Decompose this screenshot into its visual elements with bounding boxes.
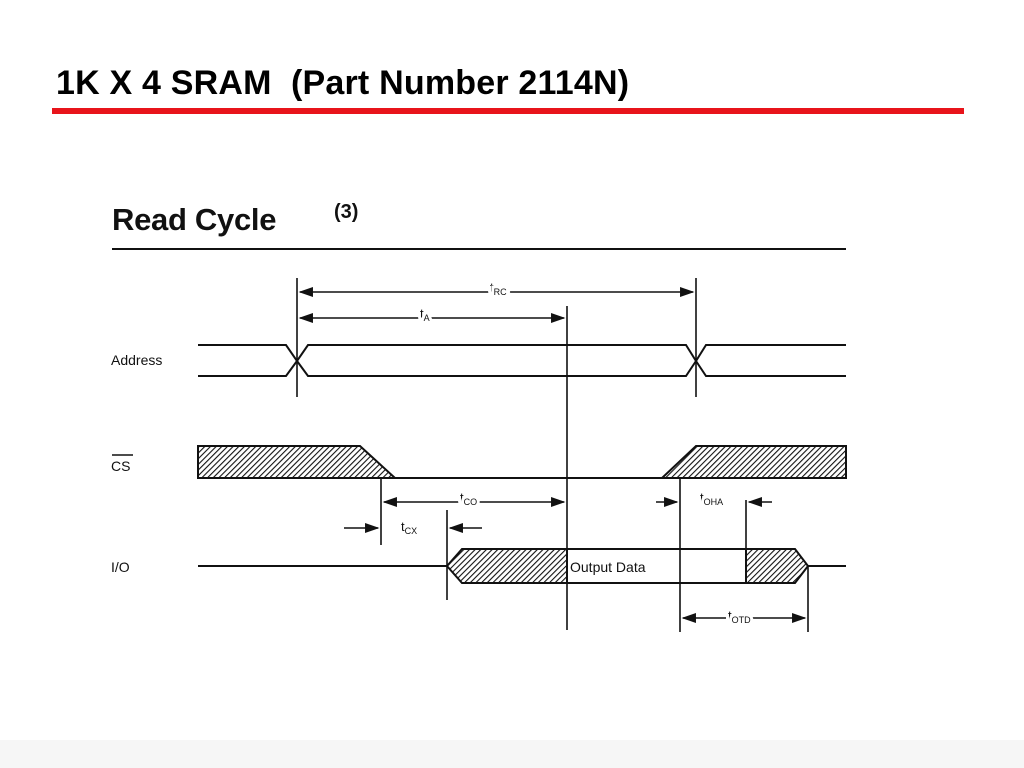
- signal-label-address: Address: [111, 352, 162, 368]
- svg-text:CS: CS: [111, 458, 130, 474]
- signal-label-cs: CS: [111, 454, 133, 474]
- read-cycle-heading-note: (3): [334, 201, 358, 223]
- ta-label: tA: [420, 306, 430, 323]
- title-underline: [52, 108, 964, 114]
- tco-label: tCO: [460, 490, 477, 507]
- signal-label-io: I/O: [111, 559, 130, 575]
- trc-label: tRC: [490, 280, 507, 297]
- timing-arrows: [298, 286, 807, 624]
- output-data-label: Output Data: [570, 559, 646, 575]
- tcx-label: tCX: [401, 519, 417, 536]
- cs-waveform: [197, 445, 847, 479]
- toha-label: tOHA: [700, 490, 723, 507]
- footer-band: [0, 740, 1024, 768]
- address-waveform: [198, 344, 846, 377]
- slide-title: 1K X 4 SRAM (Part Number 2114N): [56, 64, 630, 102]
- timing-labels: tRC tA tCO tCX tOHA tOTD: [401, 277, 754, 628]
- io-waveform: Output Data: [198, 548, 846, 584]
- totd-label: tOTD: [728, 608, 751, 625]
- read-cycle-heading: Read Cycle: [112, 202, 276, 237]
